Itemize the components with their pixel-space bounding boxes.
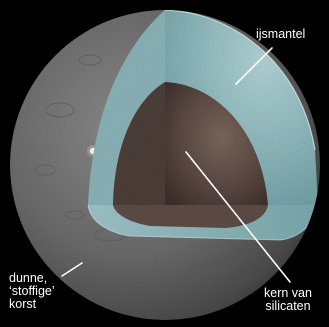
label-core-line2: silicaten: [252, 300, 324, 313]
label-dusty-crust: dunne, ‘stoffige’ korst: [9, 272, 55, 311]
label-ice-mantle: ijsmantel: [256, 28, 305, 41]
label-crust-line3: korst: [9, 298, 55, 311]
label-silicate-core: kern van silicaten: [252, 287, 324, 313]
